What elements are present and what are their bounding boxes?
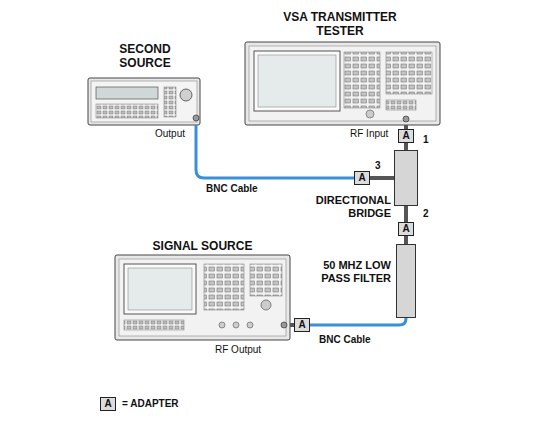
port-number: 3 <box>375 160 381 171</box>
connector-stub <box>404 143 408 150</box>
legend-adapter-symbol: A <box>100 397 116 411</box>
node-title: SIGNAL SOURCE <box>145 239 260 253</box>
adapter-box: A <box>294 318 310 332</box>
port-label: Output <box>155 128 195 140</box>
cable-label: BNC Cable <box>318 334 372 345</box>
node-title: VSA TRANSMITTER TESTER <box>275 10 405 39</box>
directional-bridge: DIRECTIONAL BRIDGE <box>394 150 418 206</box>
port-number: 2 <box>423 208 429 219</box>
port-number: 1 <box>423 134 429 145</box>
low-pass-filter: 50 MHZ LOW PASS FILTER <box>396 244 416 318</box>
second-source: SECOND SOURCEOutput <box>88 78 200 125</box>
connector-stub <box>404 206 408 222</box>
vsa-instrument <box>245 42 440 125</box>
node-title: SECOND SOURCE <box>105 42 185 71</box>
adapter-box: A <box>354 171 370 185</box>
node-title: DIRECTIONAL BRIDGE <box>291 194 391 220</box>
port-label: RF Output <box>215 344 275 356</box>
signal-source: SIGNAL SOURCERF Output <box>115 255 290 340</box>
port-label: RF Input <box>350 128 396 140</box>
cable-label: BNC Cable <box>205 183 259 194</box>
node-title: A <box>399 130 413 142</box>
node-title: A <box>355 172 369 184</box>
node-title: A <box>399 223 413 235</box>
node-title: 50 MHZ LOW PASS FILTER <box>301 259 391 285</box>
bnc-cable <box>310 318 406 325</box>
adapter-box: A <box>398 222 414 236</box>
signal-source-instrument <box>115 255 290 340</box>
connector-stub <box>404 236 408 244</box>
vsa-transmitter-tester: VSA TRANSMITTER TESTERRF Input <box>245 42 440 125</box>
bnc-cable <box>196 125 354 178</box>
adapter-box: A <box>398 129 414 143</box>
legend-text: = ADAPTER <box>122 397 179 411</box>
node-title: A <box>295 319 309 331</box>
connector-stub <box>370 176 394 180</box>
second-source-instrument <box>88 78 200 125</box>
